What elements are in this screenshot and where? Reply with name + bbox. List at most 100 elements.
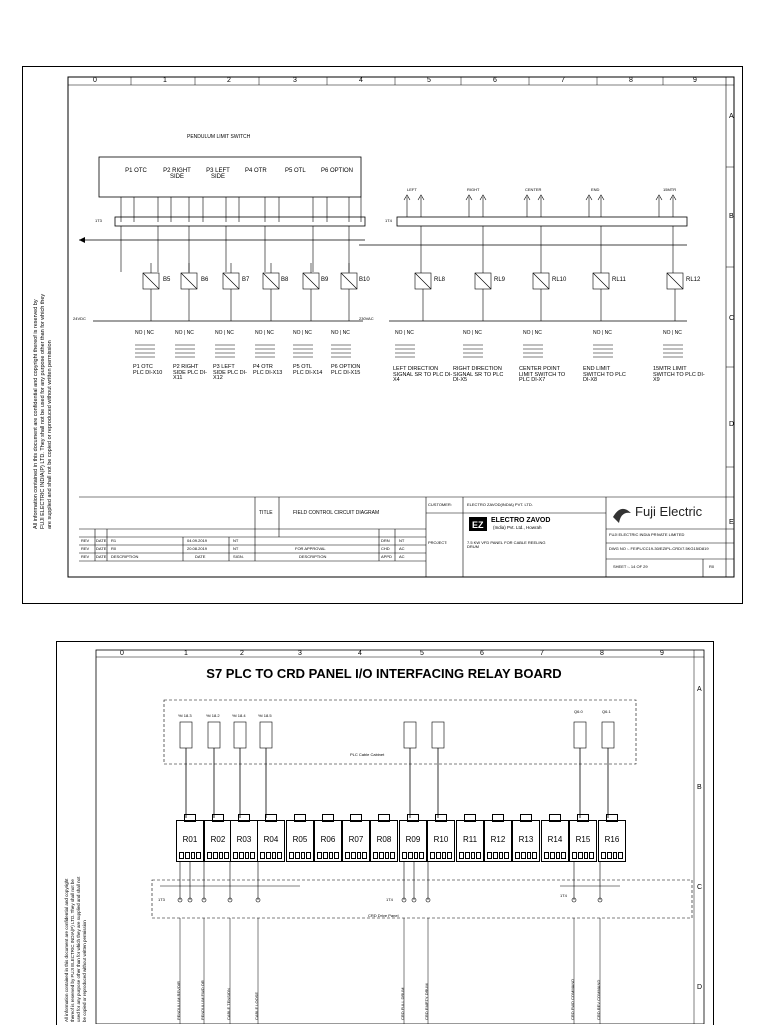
customer-label: CUSTOMER:	[428, 502, 452, 507]
col-7: 7	[540, 650, 544, 657]
svg-text:EZ: EZ	[472, 520, 484, 530]
row-b: B	[697, 784, 702, 791]
col-0: 0	[120, 650, 124, 657]
signal-label: P4 OTR PLC DI-X13	[253, 364, 283, 376]
col-3: 3	[298, 650, 302, 657]
revision-code: R0	[709, 564, 715, 569]
col-7: 7	[561, 77, 565, 84]
relay-b6: B6	[201, 277, 209, 283]
relay-r13: R13	[512, 814, 540, 862]
chd-cell: CHD	[381, 546, 390, 551]
signal-label: CABLE LOOSE	[254, 991, 259, 1020]
rev-sign-cell: NT	[233, 538, 239, 543]
title-label: TITLE	[259, 510, 273, 516]
signal-label: PENDULUM FWD OR	[200, 980, 205, 1020]
row-b: B	[729, 213, 734, 220]
plc-address: Q6.1	[602, 709, 611, 714]
plc-address: %I 18.2	[206, 713, 220, 718]
rev-cell: REV	[81, 546, 90, 551]
contact-label: NO | NC	[175, 330, 194, 336]
relay-rl9: RL9	[494, 277, 506, 283]
col-5: 5	[420, 650, 424, 657]
signal-label: P5 OTL PLC DI-X14	[293, 364, 323, 376]
contact-label: NO | NC	[523, 330, 542, 336]
confidential-notice: All information contained in this docume…	[64, 876, 87, 1022]
col-3: 3	[293, 77, 297, 84]
signal-label: CENTER POINT LIMIT SWITCH TO PLC DI-X7	[519, 366, 566, 383]
plc-address: %I 18.4	[232, 713, 246, 718]
col-5: 5	[427, 77, 431, 84]
contact-label: NO | NC	[593, 330, 612, 336]
contact-label: NO | NC	[135, 330, 154, 336]
signal-label: RIGHT DIRECTION SIGNAL SR TO PLC DI-X5	[453, 366, 504, 383]
top-label-15mtr: 15MTR	[663, 187, 677, 192]
date-cell: DATE	[96, 546, 107, 551]
signal-label: P2 RIGHT SIDE PLC DI-X11	[173, 364, 207, 381]
signal-label: 15MTR LIMIT SWITCH TO PLC DI-X9	[653, 366, 705, 383]
top-label-left: LEFT	[407, 187, 417, 192]
drawing-number: DWG NO :- FEIPL/CC19-30/EZIPL-CRD/7.5KG1…	[609, 546, 709, 551]
sign-header-cell: SIGN.	[233, 554, 244, 559]
terminal-block-1t3: 1T3	[158, 897, 165, 902]
date-cell: DATE	[96, 554, 107, 559]
drive-panel-label: CRD Drive Panel	[368, 913, 399, 918]
relay-r07: R07	[342, 814, 370, 862]
confidential-notice: All information contained in this docume…	[33, 293, 53, 529]
relay-r09: R09	[399, 814, 427, 862]
contact-label: NO | NC	[663, 330, 682, 336]
signal-label: P3 LEFT SIDE PLC DI-X12	[213, 364, 247, 381]
switch-label-p3: P3 LEFT SIDE	[206, 168, 230, 180]
relay-b10: B10	[359, 277, 370, 283]
relay-rl10: RL10	[552, 277, 567, 283]
col-8: 8	[629, 77, 633, 84]
relay-rl11: RL11	[612, 277, 626, 283]
row-c: C	[697, 884, 703, 891]
contact-label: NO | NC	[293, 330, 312, 336]
relay-b9: B9	[321, 277, 329, 283]
switch-label-p4: P4 OTR	[245, 168, 267, 174]
terminal-block-1t4: 1T4	[560, 893, 567, 898]
signal-label: END LIMIT SWITCH TO PLC DI-X8	[583, 366, 626, 383]
contact-label: NO | NC	[215, 330, 234, 336]
relay-b7: B7	[242, 277, 250, 283]
col-4: 4	[358, 650, 362, 657]
relay-r04: R04	[257, 814, 285, 862]
row-a: A	[729, 113, 734, 120]
contact-label: NO | NC	[255, 330, 274, 336]
col-8: 8	[600, 650, 604, 657]
switch-label-p5: P5 OTL	[285, 168, 306, 174]
rev-id-cell: R0	[111, 546, 117, 551]
desc-header-cell: DESCRIPTION	[299, 554, 327, 559]
row-e: E	[729, 519, 734, 526]
rev-date-cell: 20.08.2019	[187, 546, 208, 551]
switch-label-p6: P6 OPTION	[321, 168, 354, 174]
row-a: A	[697, 686, 702, 693]
drn-cell: DRN	[381, 538, 390, 543]
relay-b8: B8	[281, 277, 289, 283]
col-2: 2	[227, 77, 231, 84]
terminal-block-1t4: 1T4	[385, 218, 392, 223]
contact-label: NO | NC	[395, 330, 414, 336]
plc-address: Q6.0	[574, 709, 583, 714]
signal-label: CRD FWD COMMAND	[570, 978, 575, 1020]
plc-address: %I 18.5	[258, 713, 272, 718]
relay-r06: R06	[314, 814, 342, 862]
col-9: 9	[660, 650, 664, 657]
relay-r10: R10	[427, 814, 455, 862]
rev-id-cell: R1	[111, 538, 117, 543]
top-label-end: END	[591, 187, 600, 192]
terminal-block-1t4: 1T4	[386, 897, 393, 902]
col-2: 2	[240, 650, 244, 657]
col-6: 6	[480, 650, 484, 657]
rev-date-cell: 04.09.2019	[187, 538, 208, 543]
relay-r08: R08	[370, 814, 398, 862]
relay-r15: R15	[569, 814, 597, 862]
switch-label-p2: P2 RIGHT SIDE	[163, 168, 191, 180]
desc-header-cell: DESCRIPTION	[111, 554, 139, 559]
signal-label: CRD FULL DRUM	[400, 987, 405, 1020]
col-9: 9	[693, 77, 697, 84]
signal-label: CABLE TENSION	[226, 988, 231, 1020]
bus-230vac: 230VAC	[359, 316, 374, 321]
relay-r14: R14	[541, 814, 569, 862]
relay-r02: R02	[204, 814, 232, 862]
